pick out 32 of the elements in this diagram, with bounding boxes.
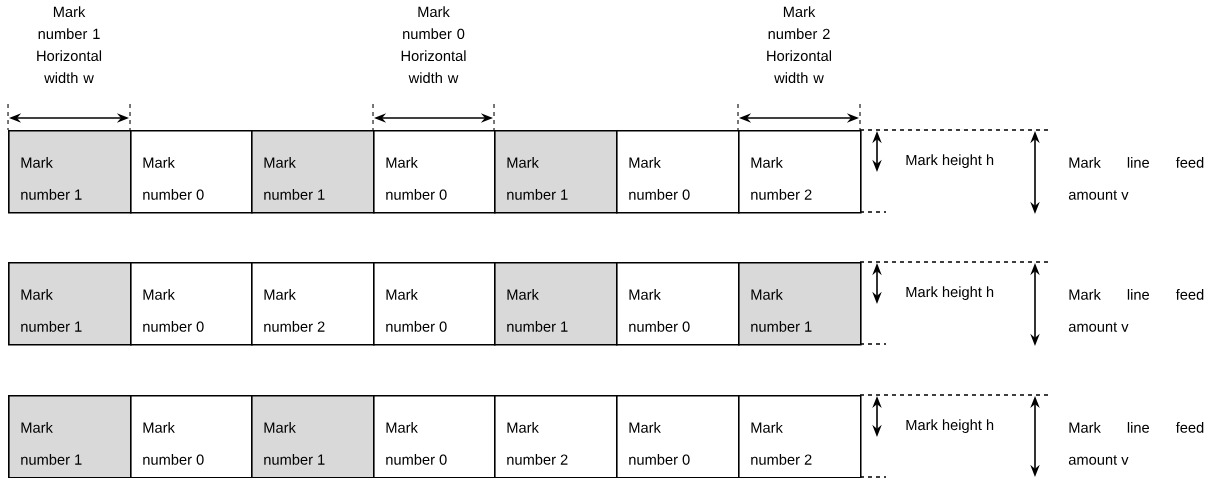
mark-cell: Mark number 2 [738, 395, 862, 478]
dimension-label: Mark line feed amount v [1068, 157, 1204, 200]
dimension-label: Mark height h [906, 154, 994, 169]
dimension-label: Mark line feed amount v [1068, 289, 1204, 332]
mark-cell: Mark number 1 [738, 262, 862, 346]
mark-cell: Mark number 0 [616, 130, 740, 214]
mark-cell: Mark number 2 [251, 262, 375, 346]
dimension-label: Mark line feed amount v [1068, 422, 1204, 465]
mark-cell: Mark number 1 [251, 130, 375, 214]
node-label: Mark number 0 [386, 422, 447, 465]
mark-cell: Mark number 0 [130, 395, 253, 478]
dimension-label: Mark number 2 Horizontal width w [767, 6, 832, 84]
mark-cell: Mark number 2 [738, 130, 862, 214]
mark-cell: Mark number 0 [130, 130, 253, 214]
mark-cell: Mark number 2 [494, 395, 618, 478]
dimension-label: Mark height h [906, 286, 994, 301]
mark-cell: Mark number 1 [494, 262, 618, 346]
dimension-label: Mark height h [906, 419, 994, 433]
mark-cell: Mark number 0 [373, 130, 496, 214]
mark-cell: Mark number 1 [8, 262, 132, 346]
node-label: Mark number 2 [507, 422, 568, 465]
mark-cell: Mark number 0 [373, 395, 496, 478]
mark-cell: Mark number 1 [8, 130, 132, 214]
mark-cell: Mark number 0 [616, 262, 740, 346]
dimension-label: Mark number 1 Horizontal width w [37, 6, 102, 84]
mark-cell: Mark number 1 [251, 395, 375, 478]
mark-cell: Mark number 0 [130, 262, 253, 346]
mark-cell: Mark number 0 [373, 262, 496, 346]
mark-cell: Mark number 1 [494, 130, 618, 214]
mark-cell: Mark number 1 [8, 395, 132, 478]
mark-cell: Mark number 0 [616, 395, 740, 478]
dimension-label: Mark number 0 Horizontal width w [401, 6, 466, 84]
